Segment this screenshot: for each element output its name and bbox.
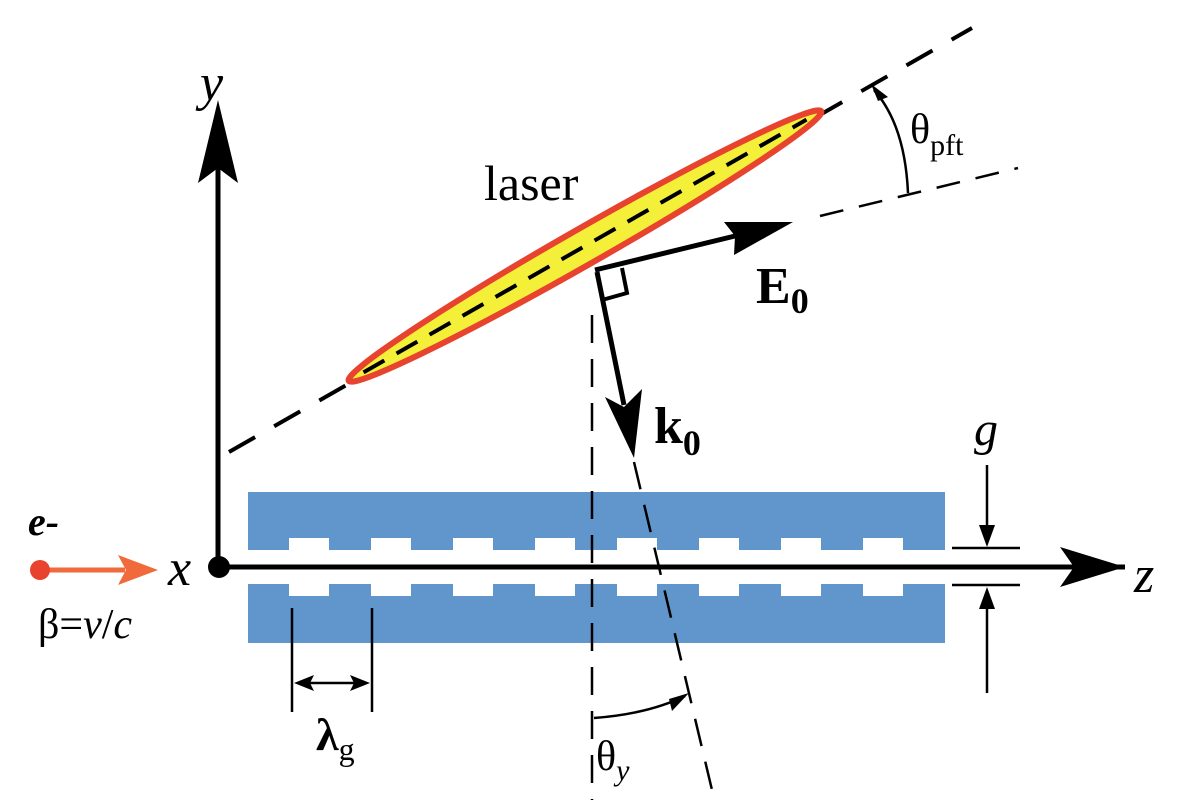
e-field-symbol: E (756, 258, 791, 315)
k-vector-subscript: 0 (683, 423, 701, 463)
theta-y-symbol: θ (596, 734, 616, 780)
e-field-arrow (594, 233, 736, 273)
grating-notch-lower (699, 583, 739, 596)
grating-notch-upper (289, 538, 329, 551)
grating-notch-lower (535, 583, 575, 596)
beta-prefix: β= (38, 602, 83, 648)
k-vector-symbol: k (654, 398, 683, 455)
grating-notch-upper (699, 538, 739, 551)
e-field-label: E0 (756, 258, 809, 321)
theta-pft-subscript: pft (930, 129, 964, 162)
gap-marker (952, 465, 1020, 693)
electron (30, 555, 158, 585)
theta-y-arrowhead (669, 693, 689, 711)
beta-v: v (83, 602, 102, 648)
electron-label: e- (28, 499, 59, 544)
beta-c: c (113, 602, 132, 648)
gap-label: g (974, 403, 998, 456)
theta-pft-label: θpft (910, 107, 964, 162)
theta-pft-arc (873, 89, 910, 194)
grating-notch-upper (371, 538, 411, 551)
theta-pft-symbol: θ (910, 107, 930, 153)
grating-period-subscript: g (339, 731, 355, 767)
grating-notch-upper (781, 538, 821, 551)
lower-grating (248, 584, 945, 643)
grating-teeth (289, 538, 903, 596)
grating-notch-upper (535, 538, 575, 551)
grating-period-marker (290, 608, 374, 712)
z-axis-label: z (1133, 547, 1154, 604)
z-axis-arrowhead (1060, 547, 1125, 587)
grating-notch-upper (617, 538, 657, 551)
laser-label: laser (484, 155, 579, 211)
theta-y-label: θy (596, 734, 630, 787)
grating-notch-upper (453, 538, 493, 551)
grating-structure (248, 492, 945, 643)
beta-label: β=v/c (38, 602, 132, 648)
theta-pft-arrowhead (871, 84, 888, 101)
beta-slash: / (102, 602, 114, 648)
grating-notch-lower (863, 583, 903, 596)
origin-dot (208, 556, 230, 578)
grating-period-label: λg (316, 709, 355, 767)
grating-period-symbol: λ (316, 709, 339, 760)
k-vector-arrowhead (605, 389, 642, 458)
grating-notch-lower (289, 583, 329, 596)
grating-notch-lower (781, 583, 821, 596)
k-vector-label: k0 (654, 398, 701, 463)
upper-grating (248, 492, 945, 550)
y-axis-arrowhead (198, 100, 238, 183)
grating-notch-lower (453, 583, 493, 596)
laser-pulse (345, 107, 825, 385)
theta-y-subscript: y (613, 754, 630, 787)
grating-notch-lower (617, 583, 657, 596)
x-axis-label: x (167, 540, 191, 597)
polarization-line (819, 166, 1019, 218)
e-field-subscript: 0 (791, 281, 809, 321)
y-axis-label: y (195, 55, 224, 112)
k-vector-arrow (594, 271, 627, 406)
grating-notch-upper (863, 538, 903, 551)
k-vector-extension (632, 461, 714, 791)
e-field-arrowhead (724, 222, 793, 255)
right-angle-marker (601, 267, 630, 302)
grating-notch-lower (371, 583, 411, 596)
